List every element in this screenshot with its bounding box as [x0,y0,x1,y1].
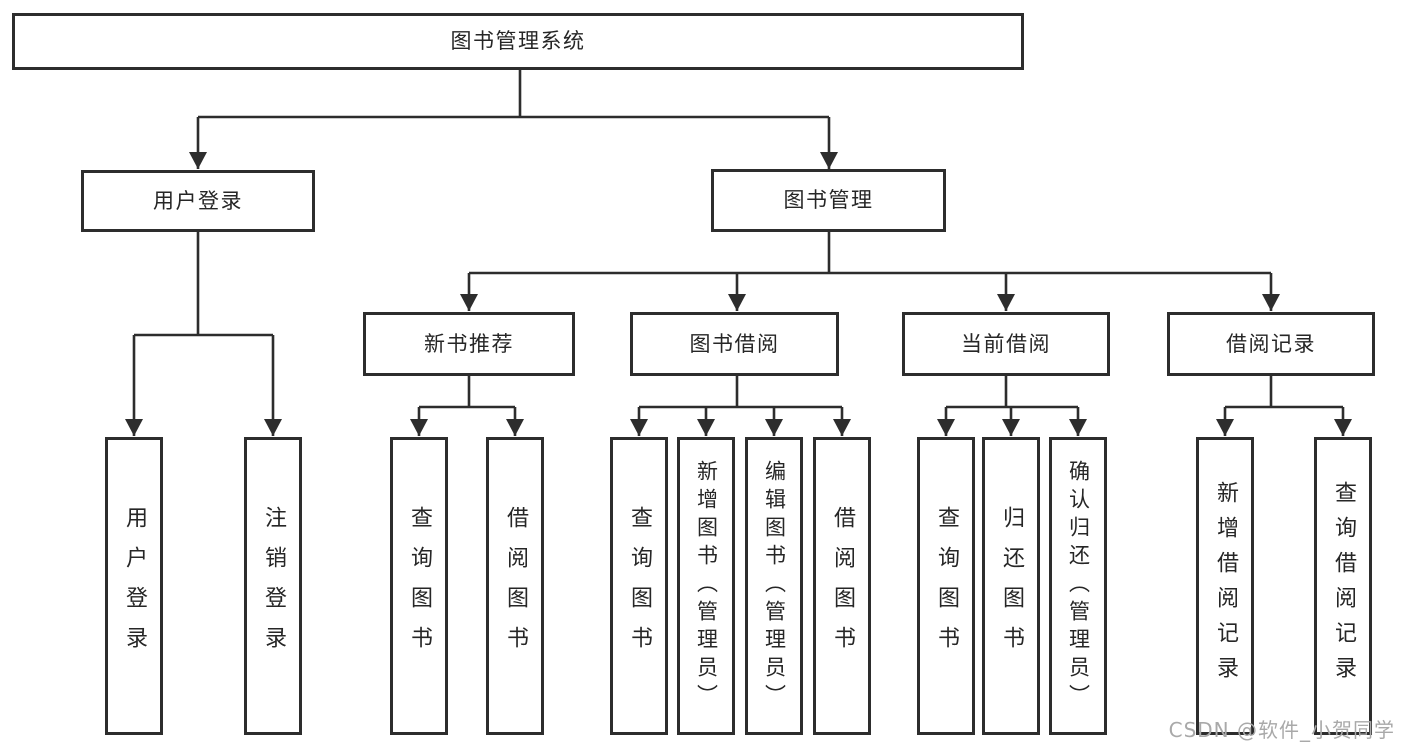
node-label: 图书借阅 [689,331,780,356]
node-current-borrow: 当前借阅 [902,312,1110,376]
leaf-query-books: 查询图书 [917,437,975,735]
node-book-borrow: 图书借阅 [630,312,839,376]
node-label: 借阅记录 [1226,331,1316,356]
node-borrow-records: 借阅记录 [1167,312,1375,376]
node-root-system: 图书管理系统 [12,13,1024,70]
leaf-edit-books-admin: 编辑图书（管理员） [745,437,803,735]
leaf-query-books: 查询图书 [610,437,668,735]
node-label: 编辑图书（管理员） [762,460,787,712]
node-label: 当前借阅 [961,331,1051,356]
leaf-query-books: 查询图书 [390,437,448,735]
leaf-add-borrow-record: 新增借阅记录 [1196,437,1254,735]
node-label: 图书管理 [783,188,874,212]
node-label: 借阅图书 [830,506,855,666]
node-label: 图书管理系统 [450,29,586,53]
node-label: 新书推荐 [424,331,514,356]
node-label: 确认归还（管理员） [1066,460,1091,712]
leaf-add-books-admin: 新增图书（管理员） [677,437,735,735]
node-label: 新增借阅记录 [1213,481,1238,691]
leaf-user-login: 用户登录 [105,437,163,735]
node-label: 借阅图书 [503,506,528,666]
leaf-logout: 注销登录 [244,437,302,735]
node-label: 查询借阅记录 [1331,481,1356,691]
leaf-confirm-return-admin: 确认归还（管理员） [1049,437,1107,735]
leaf-borrow-books: 借阅图书 [486,437,544,735]
node-label: 查询图书 [627,506,652,666]
node-label: 新增图书（管理员） [694,460,719,712]
leaf-return-books: 归还图书 [982,437,1040,735]
csdn-watermark: CSDN @软件_小贺同学 [1168,718,1395,742]
node-book-management: 图书管理 [711,169,946,232]
node-label: 查询图书 [934,506,959,666]
node-user-login: 用户登录 [81,170,315,232]
node-label: 归还图书 [999,506,1024,666]
leaf-borrow-books: 借阅图书 [813,437,871,735]
leaf-query-borrow-record: 查询借阅记录 [1314,437,1372,735]
node-label: 用户登录 [153,188,243,213]
node-label: 查询图书 [407,506,432,666]
node-label: 用户登录 [122,506,147,666]
node-label: 注销登录 [261,506,286,666]
node-new-book-recommend: 新书推荐 [363,312,575,376]
